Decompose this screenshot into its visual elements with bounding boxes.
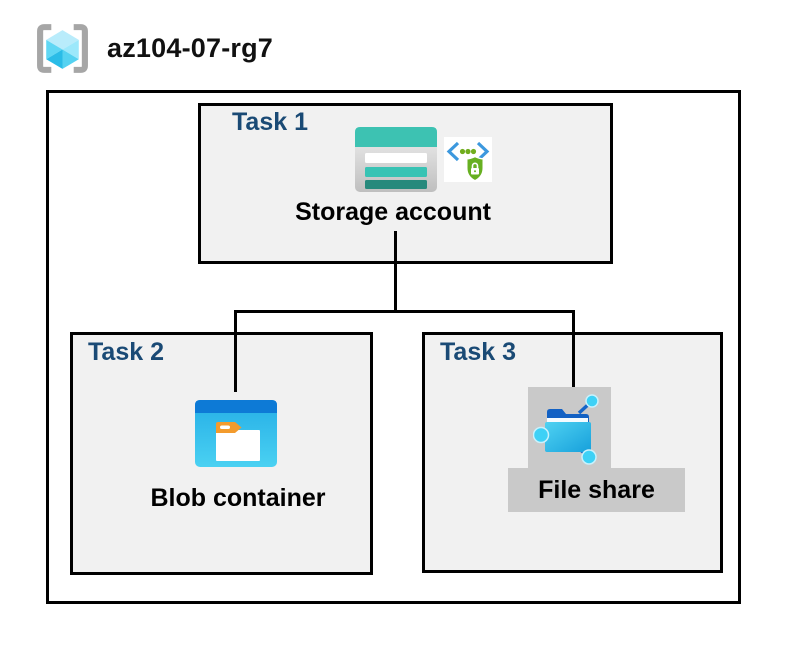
task3-label: Task 3 <box>440 338 516 366</box>
storage-account-label: Storage account <box>295 198 491 226</box>
storage-account-icon <box>355 127 437 192</box>
file-share-icon <box>533 391 607 465</box>
task1-label: Task 1 <box>232 108 308 136</box>
resource-group-header: az104-07-rg7 <box>34 22 273 75</box>
resource-group-name: az104-07-rg7 <box>107 33 273 63</box>
file-share-label-strip: File share <box>508 468 685 512</box>
connector-horizontal <box>234 310 575 313</box>
blob-container-icon <box>195 400 277 467</box>
blob-container-label: Blob container <box>150 484 326 512</box>
task2-label: Task 2 <box>88 338 164 366</box>
connector-to-fileshare <box>572 310 575 389</box>
file-share-label: File share <box>538 475 655 504</box>
connector-to-blob <box>234 310 237 392</box>
resource-group-icon <box>34 22 91 75</box>
sas-security-icon <box>444 137 492 182</box>
connector-storage-down <box>394 231 397 313</box>
